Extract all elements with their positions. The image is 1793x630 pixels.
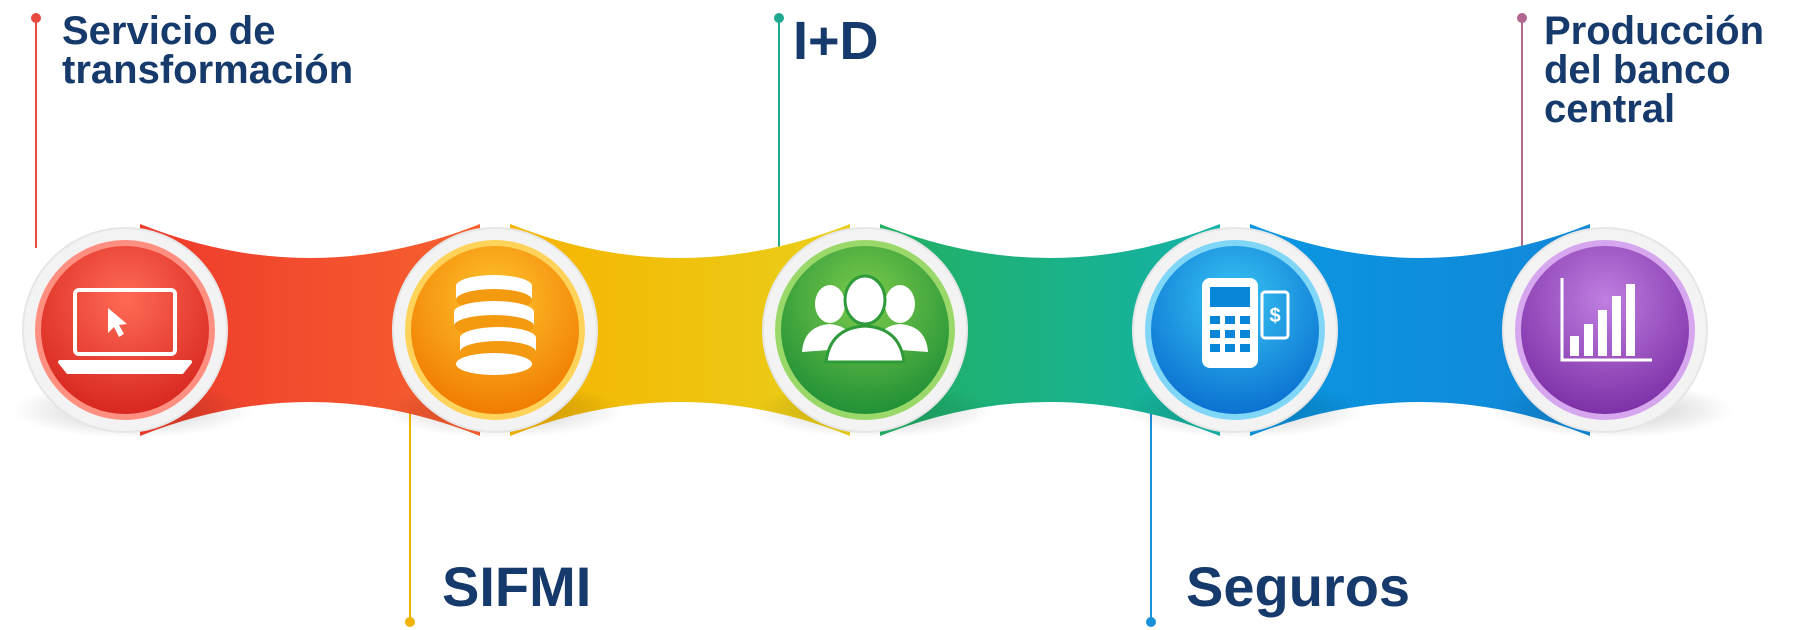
team-people-icon <box>802 274 928 364</box>
node-fill <box>41 246 209 414</box>
card-terminal-icon: $ <box>1202 278 1290 368</box>
connector-1-2 <box>510 224 850 436</box>
pointer-dot-0 <box>31 13 41 23</box>
step-label-produccion: Producción del banco central <box>1544 9 1765 131</box>
connector-2-3 <box>880 224 1220 436</box>
step-label-id: I+D <box>793 11 879 71</box>
step-node-4 <box>1493 227 1733 438</box>
pointer-dot-3 <box>1146 617 1156 627</box>
connector-0-1 <box>140 224 480 436</box>
pointer-lines <box>31 13 1527 627</box>
step-node-0 <box>13 227 253 438</box>
step-label-sifmi: SIFMI <box>442 555 592 618</box>
step-label-seguros: Seguros <box>1186 555 1411 618</box>
connectors <box>140 224 1590 436</box>
connector-3-4 <box>1250 224 1590 436</box>
pointer-dot-1 <box>405 617 415 627</box>
laptop-cursor-icon <box>58 288 192 374</box>
step-label-servicio: Servicio de transformación <box>62 9 354 92</box>
step-node-2 <box>753 227 993 438</box>
coin-stack-icon <box>454 275 536 375</box>
pointer-dot-4 <box>1517 13 1527 23</box>
svg-text:$: $ <box>1269 305 1280 327</box>
step-node-1 <box>383 227 623 438</box>
bar-chart-icon <box>1560 278 1652 362</box>
pointer-dot-2 <box>774 13 784 23</box>
step-node-3: $ <box>1123 227 1363 438</box>
